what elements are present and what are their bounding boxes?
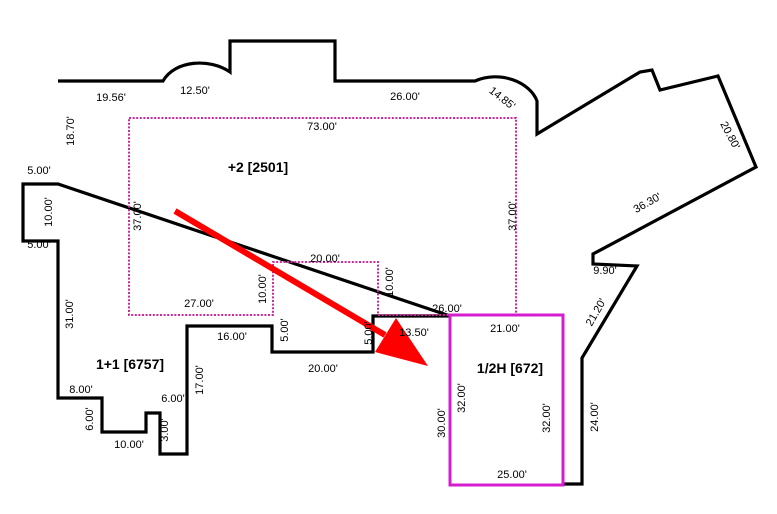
dimension-label: 13.50' [399,327,429,339]
dimension-label: 27.00' [184,298,214,310]
dimension-label: 16.00' [217,331,247,343]
dimension-label: 5.00' [279,318,291,342]
dimension-label: 30.00' [436,408,448,438]
dimension-label: 21.00' [490,323,520,335]
dimension-label: 37.00' [132,201,144,231]
dimension-label: 14.85' [486,85,517,113]
dimension-label: 24.00' [589,402,601,432]
dimension-label: 10.00' [384,267,396,297]
dimension-label: 73.00' [307,121,337,133]
dimension-label: 19.56' [96,92,126,104]
dimension-label: 5.00' [363,321,375,345]
dimension-label: 3.00' [159,418,171,442]
dimension-label: 8.00' [69,384,93,396]
dimension-label: 6.00' [161,393,185,405]
dimension-label: 5.00' [27,165,51,177]
dimension-label: 36.30' [632,191,664,216]
main-floor-label: 1+1 [6757] [96,356,164,372]
dimension-label: 31.00' [64,299,76,329]
dimension-label: 10.00' [43,197,55,227]
dimension-label: 9.90' [593,265,617,277]
dimension-label: 10.00' [257,274,269,304]
direction-arrow [173,208,428,366]
dimension-label: 26.00' [432,303,462,315]
dimension-label: 37.00' [507,201,519,231]
main-floor-outline [21,39,759,486]
upper-floor-label: +2 [2501] [228,159,288,175]
dimension-label: 17.00' [194,365,206,395]
upper-floor-outline [128,117,517,316]
dimension-label: 20.00' [310,253,340,265]
dimension-label: 6.00' [84,407,96,431]
half-floor-label: 1/2H [672] [477,360,543,376]
dimension-label: 18.70' [65,116,77,146]
dimension-label: 25.00' [497,469,527,481]
dimension-label: 32.00' [456,383,468,413]
half-floor-outline [448,313,565,487]
dimension-label: 10.00' [114,439,144,451]
dimension-label: 20.00' [308,363,338,375]
dimension-label: 32.00' [541,403,553,433]
dimension-label: 21.20' [584,297,609,329]
dimension-label: 26.00' [390,91,420,103]
dimension-label: 12.50' [180,85,210,97]
dimension-label: 5.00' [27,239,51,251]
